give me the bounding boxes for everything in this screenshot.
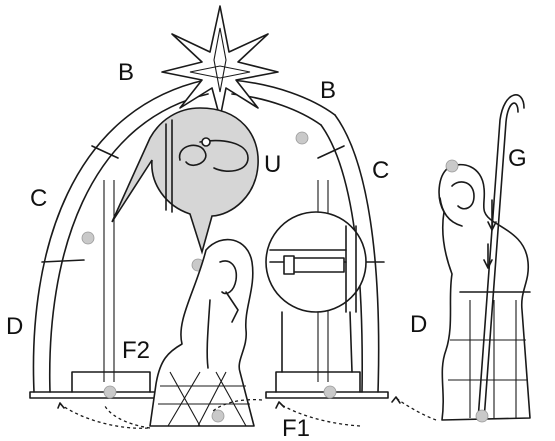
label-b-left: B [118, 59, 134, 86]
label-d-right: D [410, 311, 427, 338]
label-c-left: C [30, 185, 47, 212]
stake-arrows [57, 396, 437, 429]
label-f1: F1 [282, 415, 310, 441]
label-d-left: D [6, 313, 23, 340]
joseph-figure [438, 94, 531, 423]
label-u: U [264, 151, 281, 178]
label-f2: F2 [122, 337, 150, 364]
u-detail-bubble [111, 107, 259, 255]
label-c-right: C [372, 157, 389, 184]
label-g: G [508, 145, 527, 172]
pipe-detail-bubble [265, 211, 367, 373]
star-topper [161, 5, 279, 119]
mary-figure [149, 238, 255, 427]
label-b-right: B [320, 77, 336, 104]
